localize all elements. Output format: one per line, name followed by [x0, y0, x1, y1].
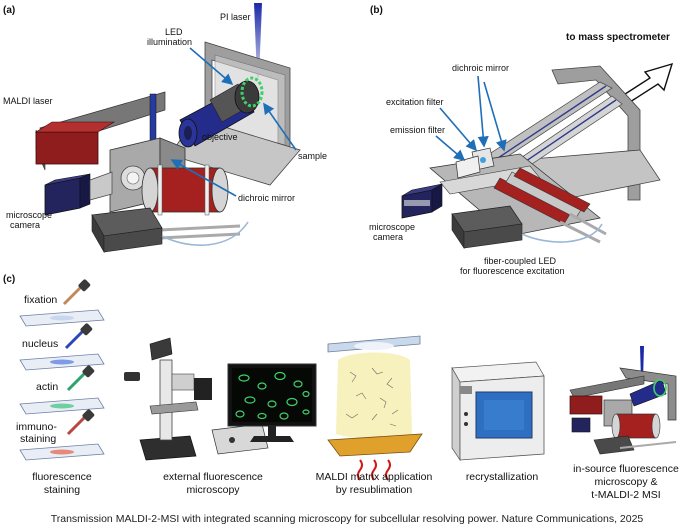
emission-filter-label: emission filter: [390, 125, 445, 135]
step-1-line2: staining: [44, 484, 80, 496]
in-source-instrument-icon: [569, 346, 677, 455]
microscope-camera-b: [401, 183, 443, 219]
microscope-camera-label-b-1: microscope: [369, 222, 415, 232]
step-2-line1: external fluorescence: [163, 471, 263, 483]
emission-arrow: [435, 135, 466, 162]
matrix-resublimation: [327, 335, 423, 481]
to-mass-spectrometer-label: to mass spectrometer: [566, 32, 670, 43]
panel-c: (c) fixation nucleus actin immuno- stain…: [3, 274, 679, 501]
microscope-camera-label-a-2: camera: [10, 220, 40, 230]
red-cylinders-b: [493, 167, 607, 244]
pi-laser-beam: [254, 3, 262, 78]
dichroic-mirror-label-a: dichroic mirror: [238, 193, 295, 203]
red-stage-cylinder: [119, 164, 241, 242]
step-3-line1: MALDI matrix application: [316, 471, 433, 483]
objective-label: objective: [202, 132, 238, 142]
panel-b-label: (b): [370, 5, 383, 16]
microscope-camera-label-b-2: camera: [373, 232, 403, 242]
sample-arrow: [263, 102, 297, 151]
mass-spec-arrow: [620, 62, 674, 103]
step-1-line1: fluorescence: [32, 471, 92, 483]
step-5-line2: microscopy &: [594, 476, 657, 488]
dichroic-mirror-label-b: dichroic mirror: [452, 63, 509, 73]
step-5-line3: t-MALDI-2 MSI: [591, 489, 660, 501]
dichroic-arrow-b1: [477, 75, 489, 148]
actin-label: actin: [36, 381, 58, 393]
panel-a-label: (a): [3, 5, 15, 16]
panel-a: (a): [3, 3, 327, 254]
fixation-label: fixation: [24, 294, 57, 306]
panel-c-label: (c): [3, 274, 15, 285]
step-5-line1: in-source fluorescence: [573, 463, 679, 475]
external-microscope: [124, 337, 317, 461]
dichroic-arrow-b2: [483, 81, 507, 152]
microscope-camera-a: [44, 171, 113, 216]
dichroic-arrow-a: [170, 159, 237, 197]
nucleus-label: nucleus: [22, 338, 58, 350]
filter-cube: [455, 147, 495, 179]
led-illumination-label-1: LED: [165, 27, 183, 37]
panel-b: (b) to mass spectrometer: [369, 5, 674, 276]
excitation-filter-label: excitation filter: [386, 97, 444, 107]
objective-assembly: [178, 76, 264, 148]
pl-laser-label: PI laser: [220, 12, 251, 22]
power-box-a: [91, 207, 249, 254]
fiber-led-label-2: for fluorescence excitation: [460, 266, 565, 276]
recrystallization-oven: [451, 361, 545, 462]
step-4-line1: recrystallization: [466, 471, 539, 483]
maldi-laser: [34, 91, 166, 171]
immuno-label-1: immuno-: [16, 421, 57, 433]
microscope-camera-label-a-1: microscope: [6, 210, 52, 220]
led-illumination-label-2: illumination: [147, 37, 192, 47]
sample-label: sample: [298, 151, 327, 161]
staining-steps: fixation nucleus actin immuno- staining: [16, 279, 105, 461]
step-3-line2: by resublimation: [336, 484, 413, 496]
led-arrow: [189, 47, 234, 86]
fiber-led-label-1: fiber-coupled LED: [484, 256, 557, 266]
figure-caption: Transmission MALDI-2-MSI with integrated…: [50, 513, 644, 525]
led-box-b: [451, 205, 603, 249]
excitation-arrow: [439, 107, 478, 152]
maldi-laser-label: MALDI laser: [3, 96, 53, 106]
step-2-line2: microscopy: [186, 484, 240, 496]
immuno-label-2: staining: [20, 433, 56, 445]
mirror-post: [149, 93, 157, 143]
